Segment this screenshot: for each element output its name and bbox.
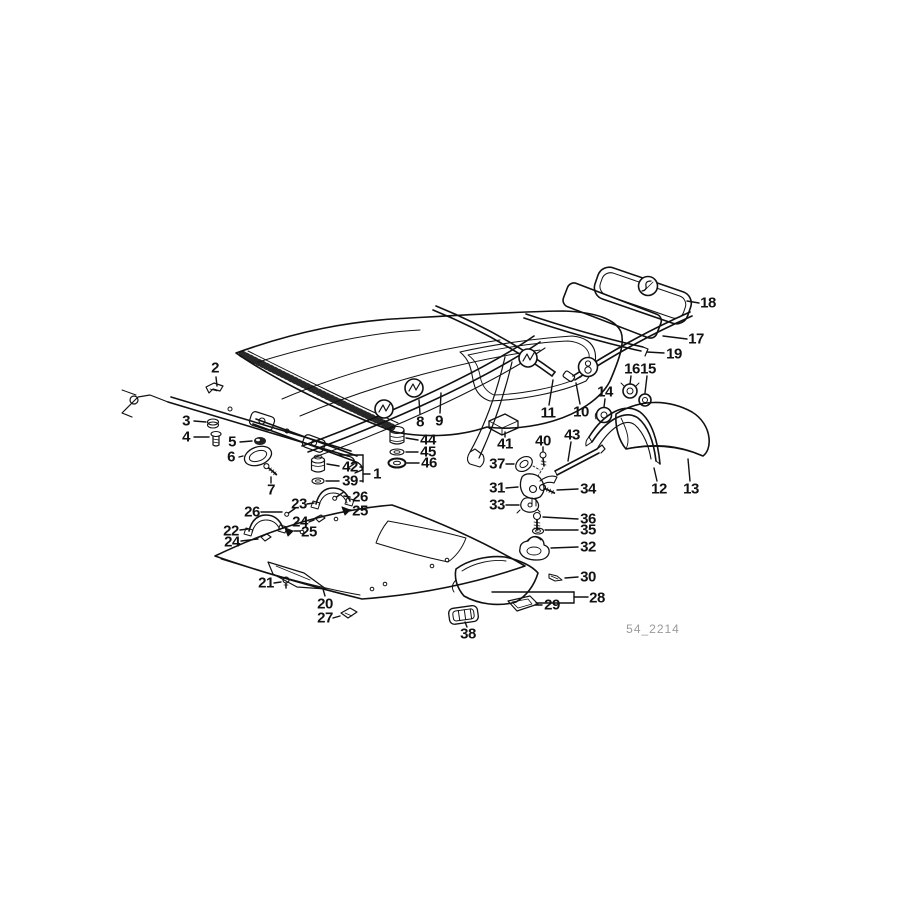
- latch-hardware-cluster: [515, 451, 558, 561]
- callout-18[interactable]: 18: [700, 294, 716, 312]
- callout-24a[interactable]: 24: [292, 513, 308, 531]
- callout-43[interactable]: 43: [564, 426, 580, 444]
- callout-24b[interactable]: 24: [224, 533, 240, 551]
- callout-1[interactable]: 1: [373, 465, 381, 483]
- leader-lines: [193, 300, 700, 628]
- roof-seal-arches: [301, 335, 546, 468]
- callout-11[interactable]: 11: [540, 404, 556, 422]
- callout-25a[interactable]: 25: [352, 502, 368, 520]
- vent-grille: [448, 604, 479, 625]
- callout-26a[interactable]: 26: [352, 488, 368, 506]
- callout-28[interactable]: 28: [589, 589, 605, 607]
- headliner-panel: [214, 504, 526, 600]
- callout-5[interactable]: 5: [228, 433, 236, 451]
- fastener-symbol-icon: [404, 378, 424, 398]
- callout-20[interactable]: 20: [317, 595, 333, 613]
- callout-21[interactable]: 21: [258, 574, 274, 592]
- callout-23[interactable]: 23: [291, 495, 307, 513]
- callout-26b[interactable]: 26: [244, 503, 260, 521]
- fastener-symbol-icon: [374, 399, 394, 419]
- grab-handles: [243, 487, 355, 542]
- callout-14[interactable]: 14: [597, 383, 613, 401]
- callout-36[interactable]: 36: [580, 510, 596, 528]
- callout-29[interactable]: 29: [544, 596, 560, 614]
- callout-2[interactable]: 2: [211, 359, 219, 377]
- callout-16[interactable]: 16: [624, 360, 640, 378]
- hardtop-roof-shell: [235, 310, 624, 437]
- callout-22[interactable]: 22: [223, 522, 239, 540]
- callout-46[interactable]: 46: [421, 454, 437, 472]
- callout-3[interactable]: 3: [182, 412, 190, 430]
- callout-4[interactable]: 4: [182, 428, 190, 446]
- callout-15[interactable]: 15: [640, 360, 656, 378]
- rear-headliner-trim: [451, 555, 563, 612]
- callout-7[interactable]: 7: [267, 481, 275, 499]
- callout-33[interactable]: 33: [489, 496, 505, 514]
- callout-39[interactable]: 39: [342, 472, 358, 490]
- callout-34[interactable]: 34: [580, 480, 596, 498]
- callout-6[interactable]: 6: [227, 448, 235, 466]
- callout-42[interactable]: 42: [342, 458, 358, 476]
- rear-window-frame: [593, 266, 693, 325]
- callout-12[interactable]: 12: [651, 480, 667, 498]
- callout-44[interactable]: 44: [420, 431, 436, 449]
- callout-8[interactable]: 8: [416, 413, 424, 431]
- callout-19[interactable]: 19: [666, 345, 682, 363]
- callout-10[interactable]: 10: [573, 403, 589, 421]
- callout-32[interactable]: 32: [580, 538, 596, 556]
- rear-trim-strip: [523, 313, 649, 357]
- small-hardware: [205, 382, 407, 619]
- callout-17[interactable]: 17: [688, 330, 704, 348]
- rear-arch-panel: [615, 401, 710, 457]
- callout-35[interactable]: 35: [580, 521, 596, 539]
- callout-30[interactable]: 30: [580, 568, 596, 586]
- callout-31[interactable]: 31: [489, 479, 505, 497]
- rear-window-seal: [562, 282, 663, 339]
- weatherstrip: [554, 444, 606, 476]
- callout-38[interactable]: 38: [460, 625, 476, 643]
- callout-40[interactable]: 40: [535, 432, 551, 450]
- watermark: 54_2214: [626, 622, 680, 636]
- callout-13[interactable]: 13: [683, 480, 699, 498]
- callout-27[interactable]: 27: [317, 609, 333, 627]
- callout-37[interactable]: 37: [489, 455, 505, 473]
- fastener-symbol-icon: [518, 348, 538, 368]
- front-edge-hatch-band: [238, 350, 396, 431]
- callout-41[interactable]: 41: [497, 435, 513, 453]
- drip-molding: [432, 305, 556, 377]
- callout-9[interactable]: 9: [435, 412, 443, 430]
- frame-rail-assembly: [121, 389, 363, 474]
- callout-45[interactable]: 45: [420, 443, 436, 461]
- foam-block: [488, 413, 519, 436]
- clip-symbol-icon: [637, 275, 659, 297]
- callout-25b[interactable]: 25: [301, 523, 317, 541]
